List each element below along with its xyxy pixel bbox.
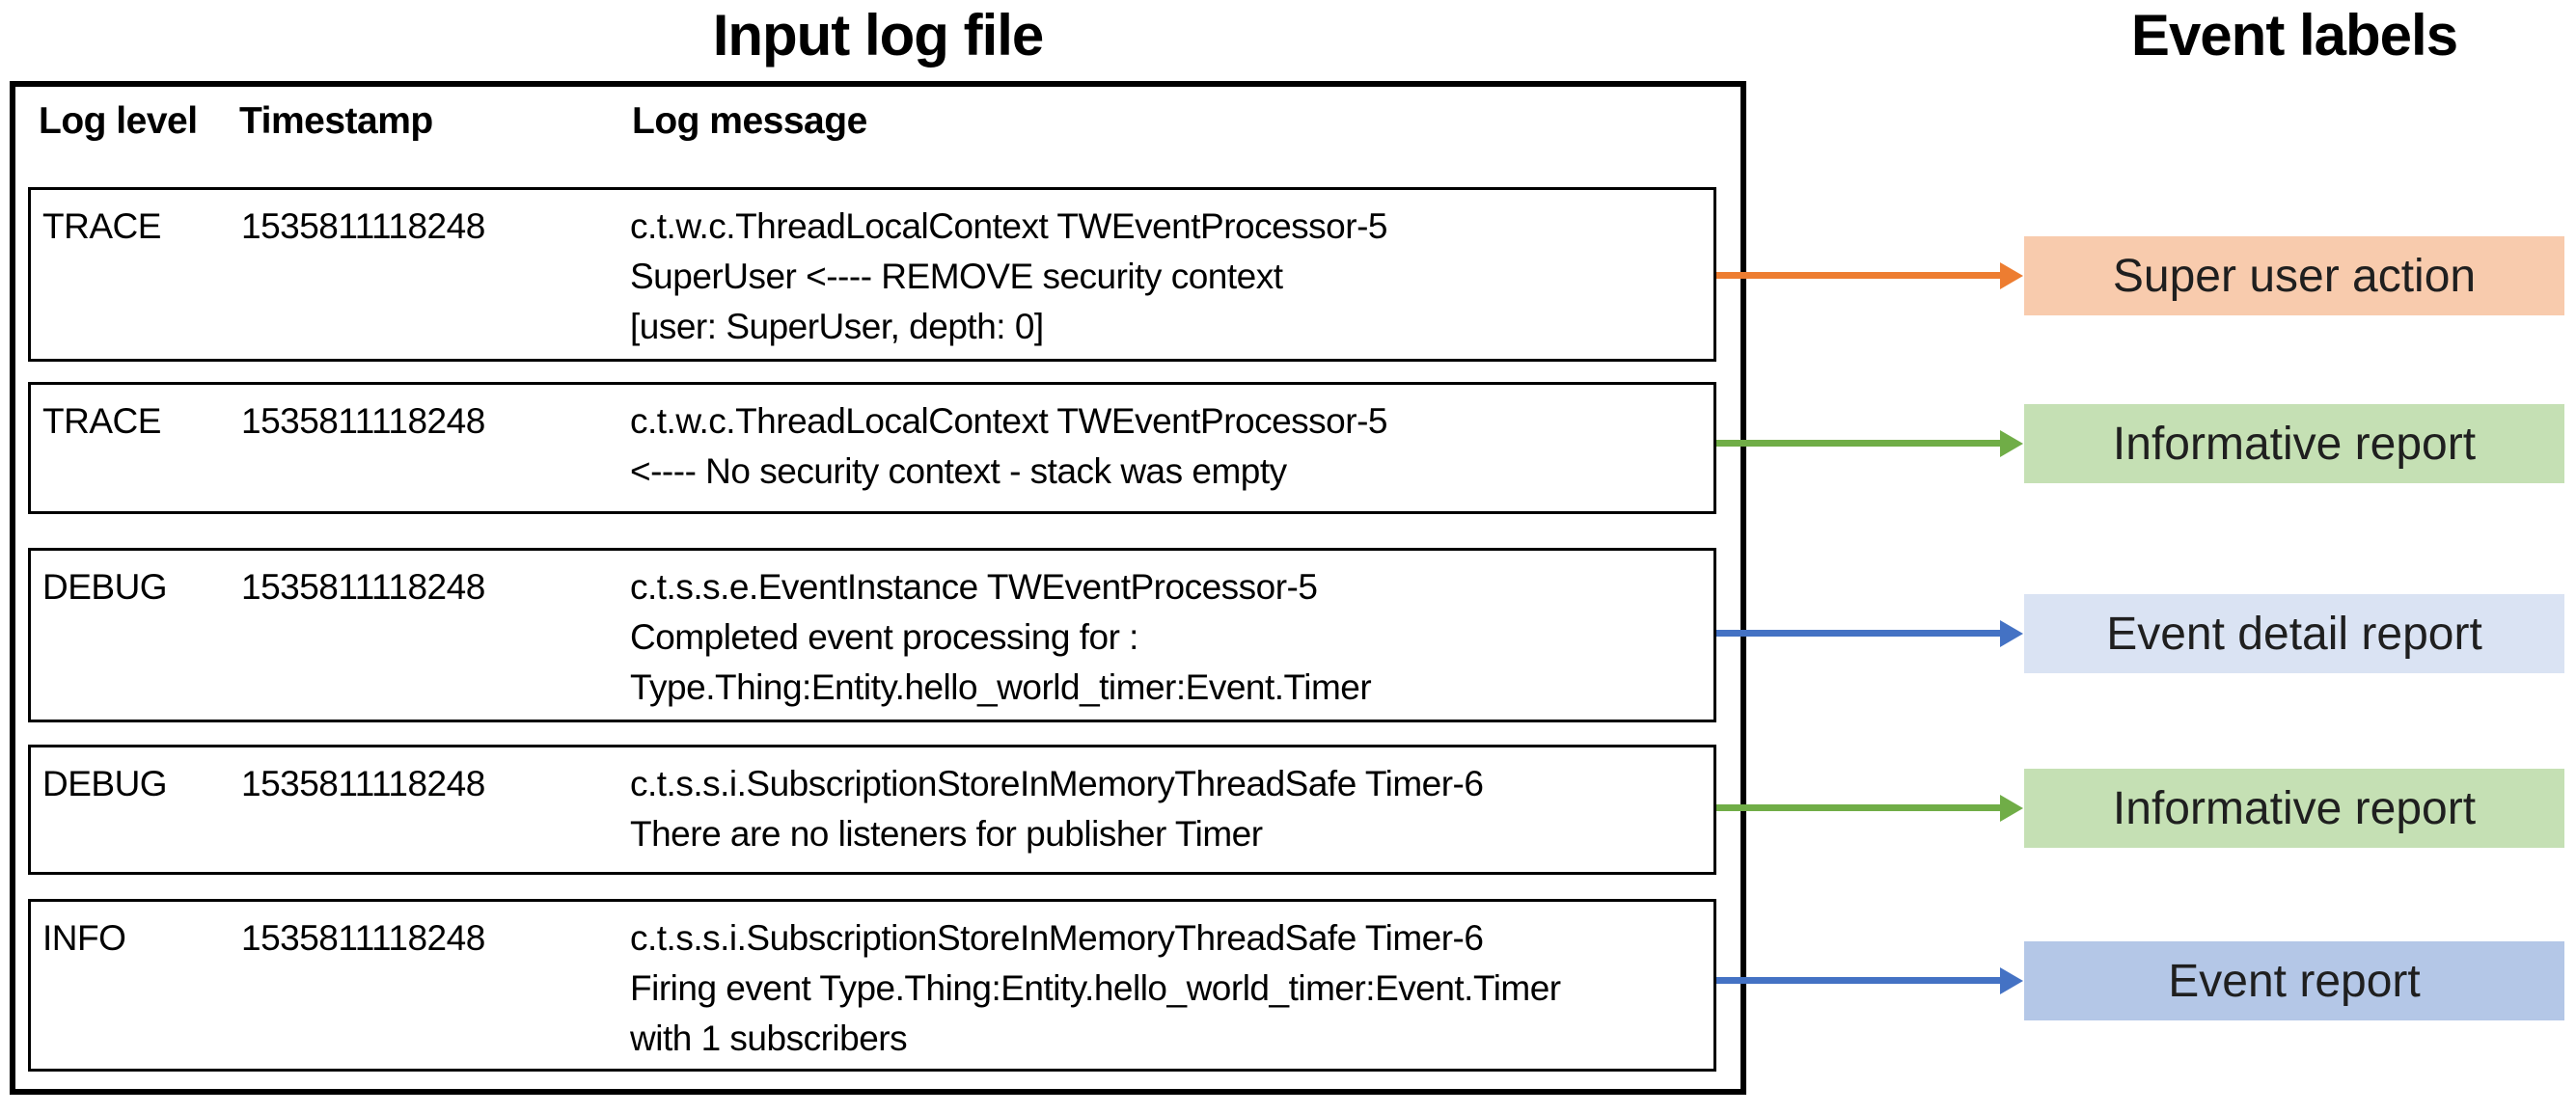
log-message-line: with 1 subscribers <box>630 1019 908 1058</box>
arrow-head-icon <box>2000 795 2023 822</box>
log-level-cell: TRACE <box>42 206 161 246</box>
log-message-line: c.t.s.s.i.SubscriptionStoreInMemoryThrea… <box>630 764 1484 803</box>
arrow-line <box>1716 630 2002 637</box>
timestamp-cell: 1535811118248 <box>241 918 485 958</box>
log-level-cell: TRACE <box>42 401 161 441</box>
log-row-1: TRACE 1535811118248 c.t.w.c.ThreadLocalC… <box>28 187 1716 362</box>
timestamp-cell: 1535811118248 <box>241 764 485 803</box>
log-message-cell: c.t.s.s.i.SubscriptionStoreInMemoryThrea… <box>630 913 1561 1064</box>
log-message-line: Type.Thing:Entity.hello_world_timer:Even… <box>630 667 1372 707</box>
event-label-text: Event detail report <box>2106 608 2482 660</box>
arrow-line <box>1716 440 2002 447</box>
log-message-column-header: Log message <box>632 100 867 142</box>
timestamp-cell: 1535811118248 <box>241 401 485 441</box>
flow-arrow-3 <box>1716 614 2023 653</box>
log-message-line: c.t.s.s.i.SubscriptionStoreInMemoryThrea… <box>630 918 1484 958</box>
log-message-cell: c.t.w.c.ThreadLocalContext TWEventProces… <box>630 396 1387 497</box>
arrow-head-icon <box>2000 262 2023 289</box>
event-label-text: Informative report <box>2112 782 2477 834</box>
event-label-event-detail-report: Event detail report <box>2024 594 2564 673</box>
arrow-head-icon <box>2000 430 2023 457</box>
event-label-super-user-action: Super user action <box>2024 236 2564 315</box>
event-label-informative-report-1: Informative report <box>2024 404 2564 483</box>
log-row-3: DEBUG 1535811118248 c.t.s.s.e.EventInsta… <box>28 548 1716 722</box>
log-level-column-header: Log level <box>39 100 198 142</box>
log-message-cell: c.t.s.s.e.EventInstance TWEventProcessor… <box>630 562 1372 713</box>
event-label-text: Event report <box>2168 955 2421 1007</box>
arrow-line <box>1716 804 2002 811</box>
log-message-line: SuperUser <---- REMOVE security context <box>630 257 1283 296</box>
event-label-text: Super user action <box>2112 250 2477 302</box>
event-label-informative-report-2: Informative report <box>2024 769 2564 848</box>
flow-arrow-2 <box>1716 424 2023 463</box>
flow-arrow-1 <box>1716 257 2023 295</box>
log-row-5: INFO 1535811118248 c.t.s.s.i.Subscriptio… <box>28 899 1716 1072</box>
flow-arrow-4 <box>1716 789 2023 828</box>
input-log-file-title: Input log file <box>712 3 1045 68</box>
arrow-head-icon <box>2000 620 2023 647</box>
timestamp-cell: 1535811118248 <box>241 206 485 246</box>
log-message-line: Completed event processing for : <box>630 617 1138 657</box>
log-message-line: c.t.w.c.ThreadLocalContext TWEventProces… <box>630 401 1387 441</box>
arrow-head-icon <box>2000 967 2023 994</box>
arrow-line <box>1716 977 2002 984</box>
event-labels-title: Event labels <box>2130 3 2458 68</box>
log-row-2: TRACE 1535811118248 c.t.w.c.ThreadLocalC… <box>28 382 1716 514</box>
log-level-cell: INFO <box>42 918 126 958</box>
log-message-line: <---- No security context - stack was em… <box>630 451 1287 491</box>
timestamp-column-header: Timestamp <box>239 100 433 142</box>
log-message-line: c.t.w.c.ThreadLocalContext TWEventProces… <box>630 206 1387 246</box>
log-message-line: Firing event Type.Thing:Entity.hello_wor… <box>630 968 1561 1008</box>
log-level-cell: DEBUG <box>42 567 168 607</box>
log-message-line: c.t.s.s.e.EventInstance TWEventProcessor… <box>630 567 1318 607</box>
log-row-4: DEBUG 1535811118248 c.t.s.s.i.Subscripti… <box>28 745 1716 875</box>
event-label-text: Informative report <box>2112 418 2477 470</box>
arrow-line <box>1716 272 2002 279</box>
timestamp-cell: 1535811118248 <box>241 567 485 607</box>
log-message-cell: c.t.s.s.i.SubscriptionStoreInMemoryThrea… <box>630 759 1484 859</box>
event-label-event-report: Event report <box>2024 941 2564 1020</box>
log-message-line: [user: SuperUser, depth: 0] <box>630 307 1044 346</box>
log-message-cell: c.t.w.c.ThreadLocalContext TWEventProces… <box>630 202 1387 352</box>
flow-arrow-5 <box>1716 962 2023 1000</box>
log-message-line: There are no listeners for publisher Tim… <box>630 814 1263 854</box>
log-level-cell: DEBUG <box>42 764 168 803</box>
